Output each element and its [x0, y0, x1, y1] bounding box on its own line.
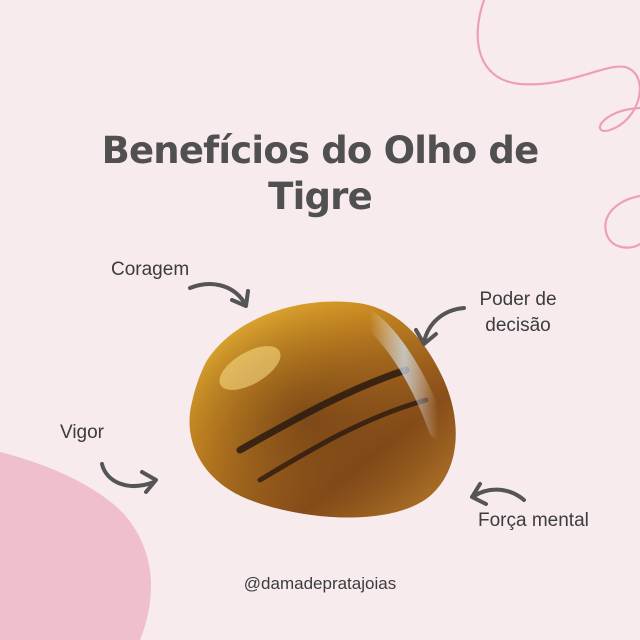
curved-arrow-icon: [470, 482, 526, 506]
label-vigor: Vigor: [60, 422, 105, 443]
tiger-eye-stone-icon: [189, 301, 456, 518]
page-title: Benefícios do Olho de Tigre: [101, 129, 540, 218]
curved-arrow-icon: [188, 282, 250, 308]
label-poder-line1: Poder de: [479, 289, 557, 310]
label-coragem: Coragem: [111, 259, 190, 280]
curved-arrow-icon: [414, 306, 466, 346]
pink-blob-shape: [0, 452, 152, 640]
label-poder-de-decisao: Poder de decisão: [470, 287, 566, 339]
pink-curl-line: [476, 0, 640, 132]
label-poder-line2: decisão: [485, 315, 551, 336]
label-forca-mental: Força mental: [478, 510, 589, 531]
pink-curl-line-lower: [604, 194, 640, 249]
curved-arrow-icon: [100, 462, 158, 494]
instagram-handle: @damadepratajoias: [243, 574, 397, 593]
